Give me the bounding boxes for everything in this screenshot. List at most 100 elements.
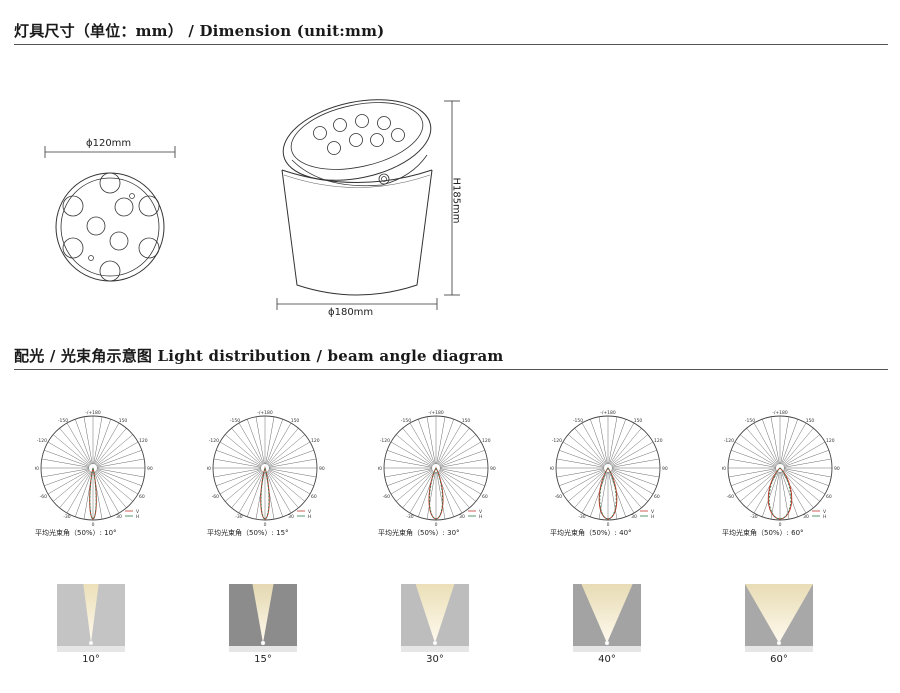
- polar-spoke: [438, 470, 476, 502]
- polar-spoke: [574, 428, 606, 466]
- polar-spoke: [53, 434, 91, 466]
- polar-spoke: [439, 468, 488, 478]
- polar-spoke: [559, 469, 605, 486]
- tick-label-m120: -120: [380, 438, 390, 444]
- polar-spoke: [439, 441, 482, 467]
- polar-spoke: [574, 470, 606, 508]
- front-diameter-label: ϕ120mm: [86, 138, 132, 149]
- polar-spoke: [41, 468, 90, 478]
- polar-spoke: [219, 469, 262, 495]
- polar-spoke: [402, 470, 434, 508]
- side-view: ϕ180mm H185mm: [262, 95, 472, 320]
- polar-spoke: [255, 416, 265, 465]
- polar-spoke: [581, 422, 607, 465]
- polar-spoke: [268, 458, 317, 468]
- polar-spoke: [266, 419, 283, 465]
- polar-spoke: [437, 422, 463, 465]
- polar-spoke: [562, 469, 605, 495]
- polar-spoke: [59, 428, 91, 466]
- beam-floor: [573, 646, 641, 652]
- polar-spoke: [402, 428, 434, 466]
- polar-spoke: [568, 470, 606, 502]
- beam-illustration: [57, 584, 125, 652]
- polar-spoke: [93, 416, 103, 465]
- front-view: ϕ120mm: [40, 138, 180, 298]
- polar-spoke: [426, 471, 436, 520]
- tick-label-60: 60: [311, 494, 317, 500]
- tick-label-30: 30: [459, 514, 465, 520]
- beam-cone: [415, 584, 455, 643]
- light-section-title: 配光 / 光束角示意图 Light distribution / beam an…: [14, 347, 504, 365]
- legend-v-label: V: [479, 509, 483, 515]
- polar-spoke: [590, 471, 607, 517]
- polar-spoke: [783, 450, 829, 467]
- tick-label-180: -/+180: [772, 410, 788, 416]
- beam-illustration: [229, 584, 297, 652]
- polar-spoke: [568, 434, 606, 466]
- polar-spoke: [783, 469, 826, 495]
- polar-spoke: [75, 419, 92, 465]
- beam-cone: [252, 584, 274, 643]
- tick-label-m60: -60: [727, 494, 734, 500]
- polar-spoke: [609, 422, 635, 465]
- polar-spoke: [267, 470, 299, 508]
- polar-spoke: [231, 470, 263, 508]
- fixture-dot: [432, 640, 438, 646]
- polar-spoke: [439, 450, 485, 467]
- polar-spoke: [728, 458, 777, 468]
- polar-spoke: [610, 470, 648, 502]
- polar-spoke: [782, 470, 820, 502]
- polar-spoke: [780, 416, 790, 465]
- polar-spoke: [268, 469, 311, 495]
- polar-spoke: [267, 470, 305, 502]
- polar-spoke: [609, 419, 626, 465]
- polar-spoke: [610, 428, 642, 466]
- polar-spoke: [731, 469, 777, 486]
- beam-cone: [83, 584, 99, 643]
- tick-label-120: 120: [654, 438, 663, 444]
- tick-label-0: 0: [264, 522, 267, 528]
- tick-label-120: 120: [139, 438, 148, 444]
- polar-caption: 平均光束角（50%）: 60°: [722, 529, 804, 537]
- polar-spoke: [396, 470, 434, 502]
- tick-label-120: 120: [311, 438, 320, 444]
- polar-spoke: [384, 458, 433, 468]
- base-diameter-label: ϕ180mm: [328, 307, 374, 318]
- beam-angle-label: 15°: [254, 654, 272, 665]
- tick-label-90: 90: [490, 466, 496, 472]
- polar-spoke: [44, 450, 90, 467]
- polar-spoke: [598, 471, 608, 520]
- polar-spoke: [96, 469, 142, 486]
- h-curve: [599, 467, 617, 520]
- polar-spoke: [753, 422, 779, 465]
- v-curve: [767, 467, 793, 520]
- tick-label-0: 0: [92, 522, 95, 528]
- tick-label-m120: -120: [552, 438, 562, 444]
- polar-spoke: [59, 470, 91, 508]
- polar-spoke: [41, 458, 90, 468]
- beam-diagram: 30°: [401, 584, 469, 665]
- legend-h-label: H: [823, 514, 826, 520]
- tick-label-m60: -60: [40, 494, 47, 500]
- polar-spoke: [96, 468, 145, 478]
- polar-spoke: [559, 450, 605, 467]
- polar-spoke: [781, 422, 807, 465]
- polar-spoke: [611, 469, 654, 495]
- polar-spoke: [94, 422, 120, 465]
- polar-spoke: [598, 416, 608, 465]
- side-view-drawing: [276, 99, 460, 310]
- fixture-dot: [604, 640, 610, 646]
- tick-label-90: 90: [834, 466, 840, 472]
- polar-spoke: [581, 471, 607, 514]
- legend-v-label: V: [308, 509, 312, 515]
- polar-spoke: [781, 419, 798, 465]
- tick-label-m30: -30: [750, 514, 757, 520]
- polar-spoke: [562, 441, 605, 467]
- polar-spoke: [95, 470, 133, 502]
- tick-label-150: 150: [119, 418, 128, 424]
- polar-spoke: [216, 469, 262, 486]
- polar-spoke: [783, 468, 832, 478]
- polar-spoke: [409, 471, 435, 514]
- polar-spoke: [438, 470, 470, 508]
